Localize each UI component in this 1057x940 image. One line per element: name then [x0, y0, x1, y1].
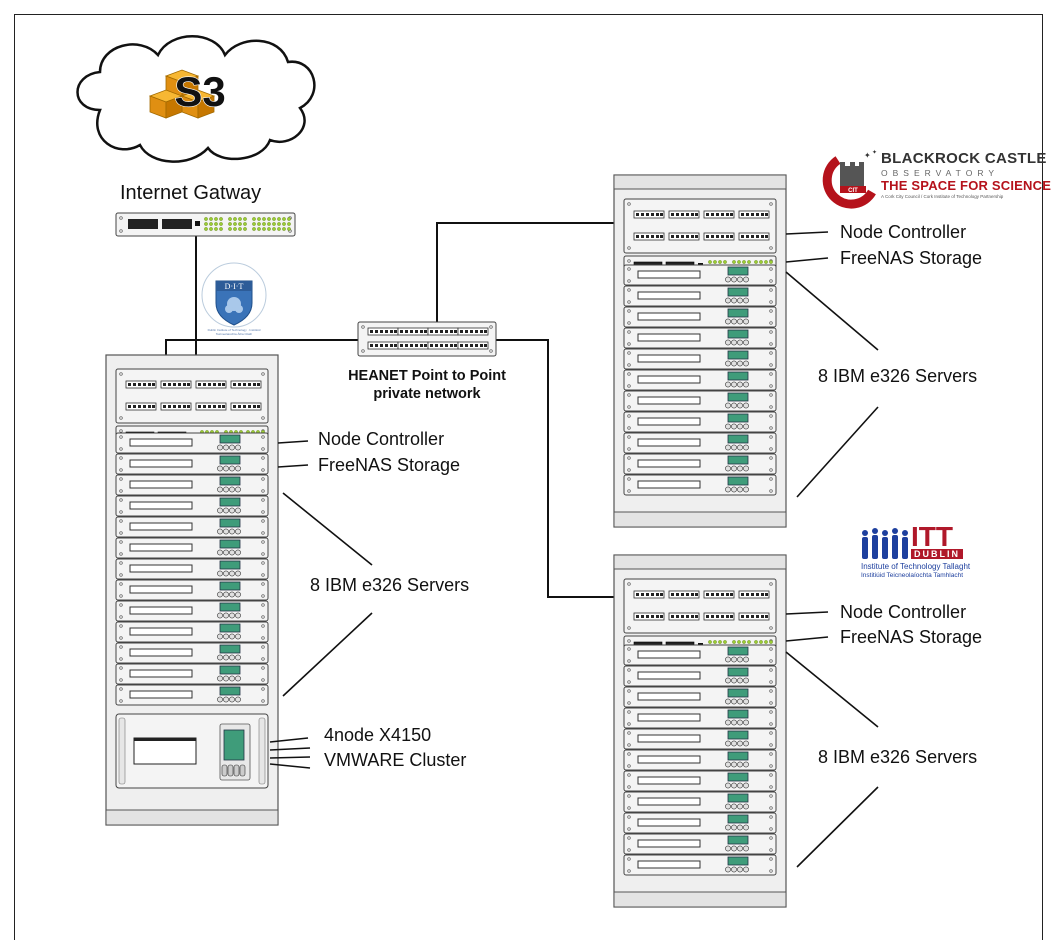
s3-label: S3	[174, 68, 225, 115]
bco-servers-label: 8 IBM e326 Servers	[818, 366, 978, 386]
internet-gateway-switch	[115, 212, 296, 237]
itt-subtitle: DUBLIN	[911, 549, 963, 559]
s3-logo-icon	[148, 69, 216, 119]
heanet-label-line1: HEANET Point to Point	[348, 368, 506, 384]
itt-servers-label: 8 IBM e326 Servers	[818, 747, 978, 767]
diagram-frame	[14, 14, 1043, 940]
heanet-to-bco-line	[436, 222, 614, 322]
bco-storage-label: FreeNAS Storage	[840, 248, 983, 268]
dit-storage-label: FreeNAS Storage	[318, 455, 461, 475]
s3-cloud: S3	[76, 35, 316, 163]
itt-leader-lines	[785, 611, 879, 868]
itt-logo	[862, 528, 908, 559]
bco-title: BLACKROCK CASTLE	[881, 150, 1047, 167]
bco-tagline: THE SPACE FOR SCIENCE	[881, 178, 1052, 193]
heanet-label-line2: private network	[373, 386, 481, 402]
svg-text:✦: ✦	[864, 151, 871, 160]
dit-x4150-cluster	[115, 713, 269, 789]
bco-server-stack	[623, 264, 777, 496]
itt-storage-label: FreeNAS Storage	[840, 627, 983, 647]
heanet-switch	[357, 321, 497, 357]
itt-rack	[613, 554, 787, 908]
dit-server-stack	[115, 432, 269, 706]
itt-server-stack	[623, 644, 777, 876]
itt-title: ITT	[911, 521, 953, 552]
dit-servers-label: 8 IBM e326 Servers	[310, 575, 470, 595]
svg-text:✦: ✦	[872, 149, 877, 156]
dit-cluster-label-1: 4node X4150	[324, 725, 432, 745]
bco-rack	[613, 174, 787, 528]
heanet-to-itt-line	[496, 339, 614, 598]
itt-line2: Institiúid Teicneolaíochta Tamhlacht	[861, 572, 964, 579]
bco-small-text: A Cork City Council / Cork Institute of …	[881, 194, 1004, 199]
dit-initials: D·I·T	[225, 282, 244, 291]
dit-logo: D·I·T	[201, 262, 267, 328]
bco-logo: CIT ✦ ✦	[822, 149, 877, 209]
bco-leader-lines	[785, 231, 879, 498]
internet-gateway-label: Internet Gatway	[120, 182, 262, 204]
dit-node-controller-label: Node Controller	[318, 429, 445, 449]
dit-rack	[105, 354, 279, 826]
dit-cluster-label-2: VMWARE Cluster	[324, 750, 467, 770]
bco-badge: CIT	[848, 188, 858, 194]
itt-line1: Institute of Technology Tallaght	[861, 562, 971, 571]
dit-ring-text: Dublin Institute of Technology · Institi…	[207, 328, 261, 336]
heanet-label: HEANET Point to Point private network	[332, 367, 522, 403]
dit-leader-lines	[269, 440, 373, 769]
bco-subtitle: OBSERVATORY	[881, 168, 999, 178]
bco-node-controller-label: Node Controller	[840, 222, 967, 242]
itt-node-controller-label: Node Controller	[840, 602, 967, 622]
